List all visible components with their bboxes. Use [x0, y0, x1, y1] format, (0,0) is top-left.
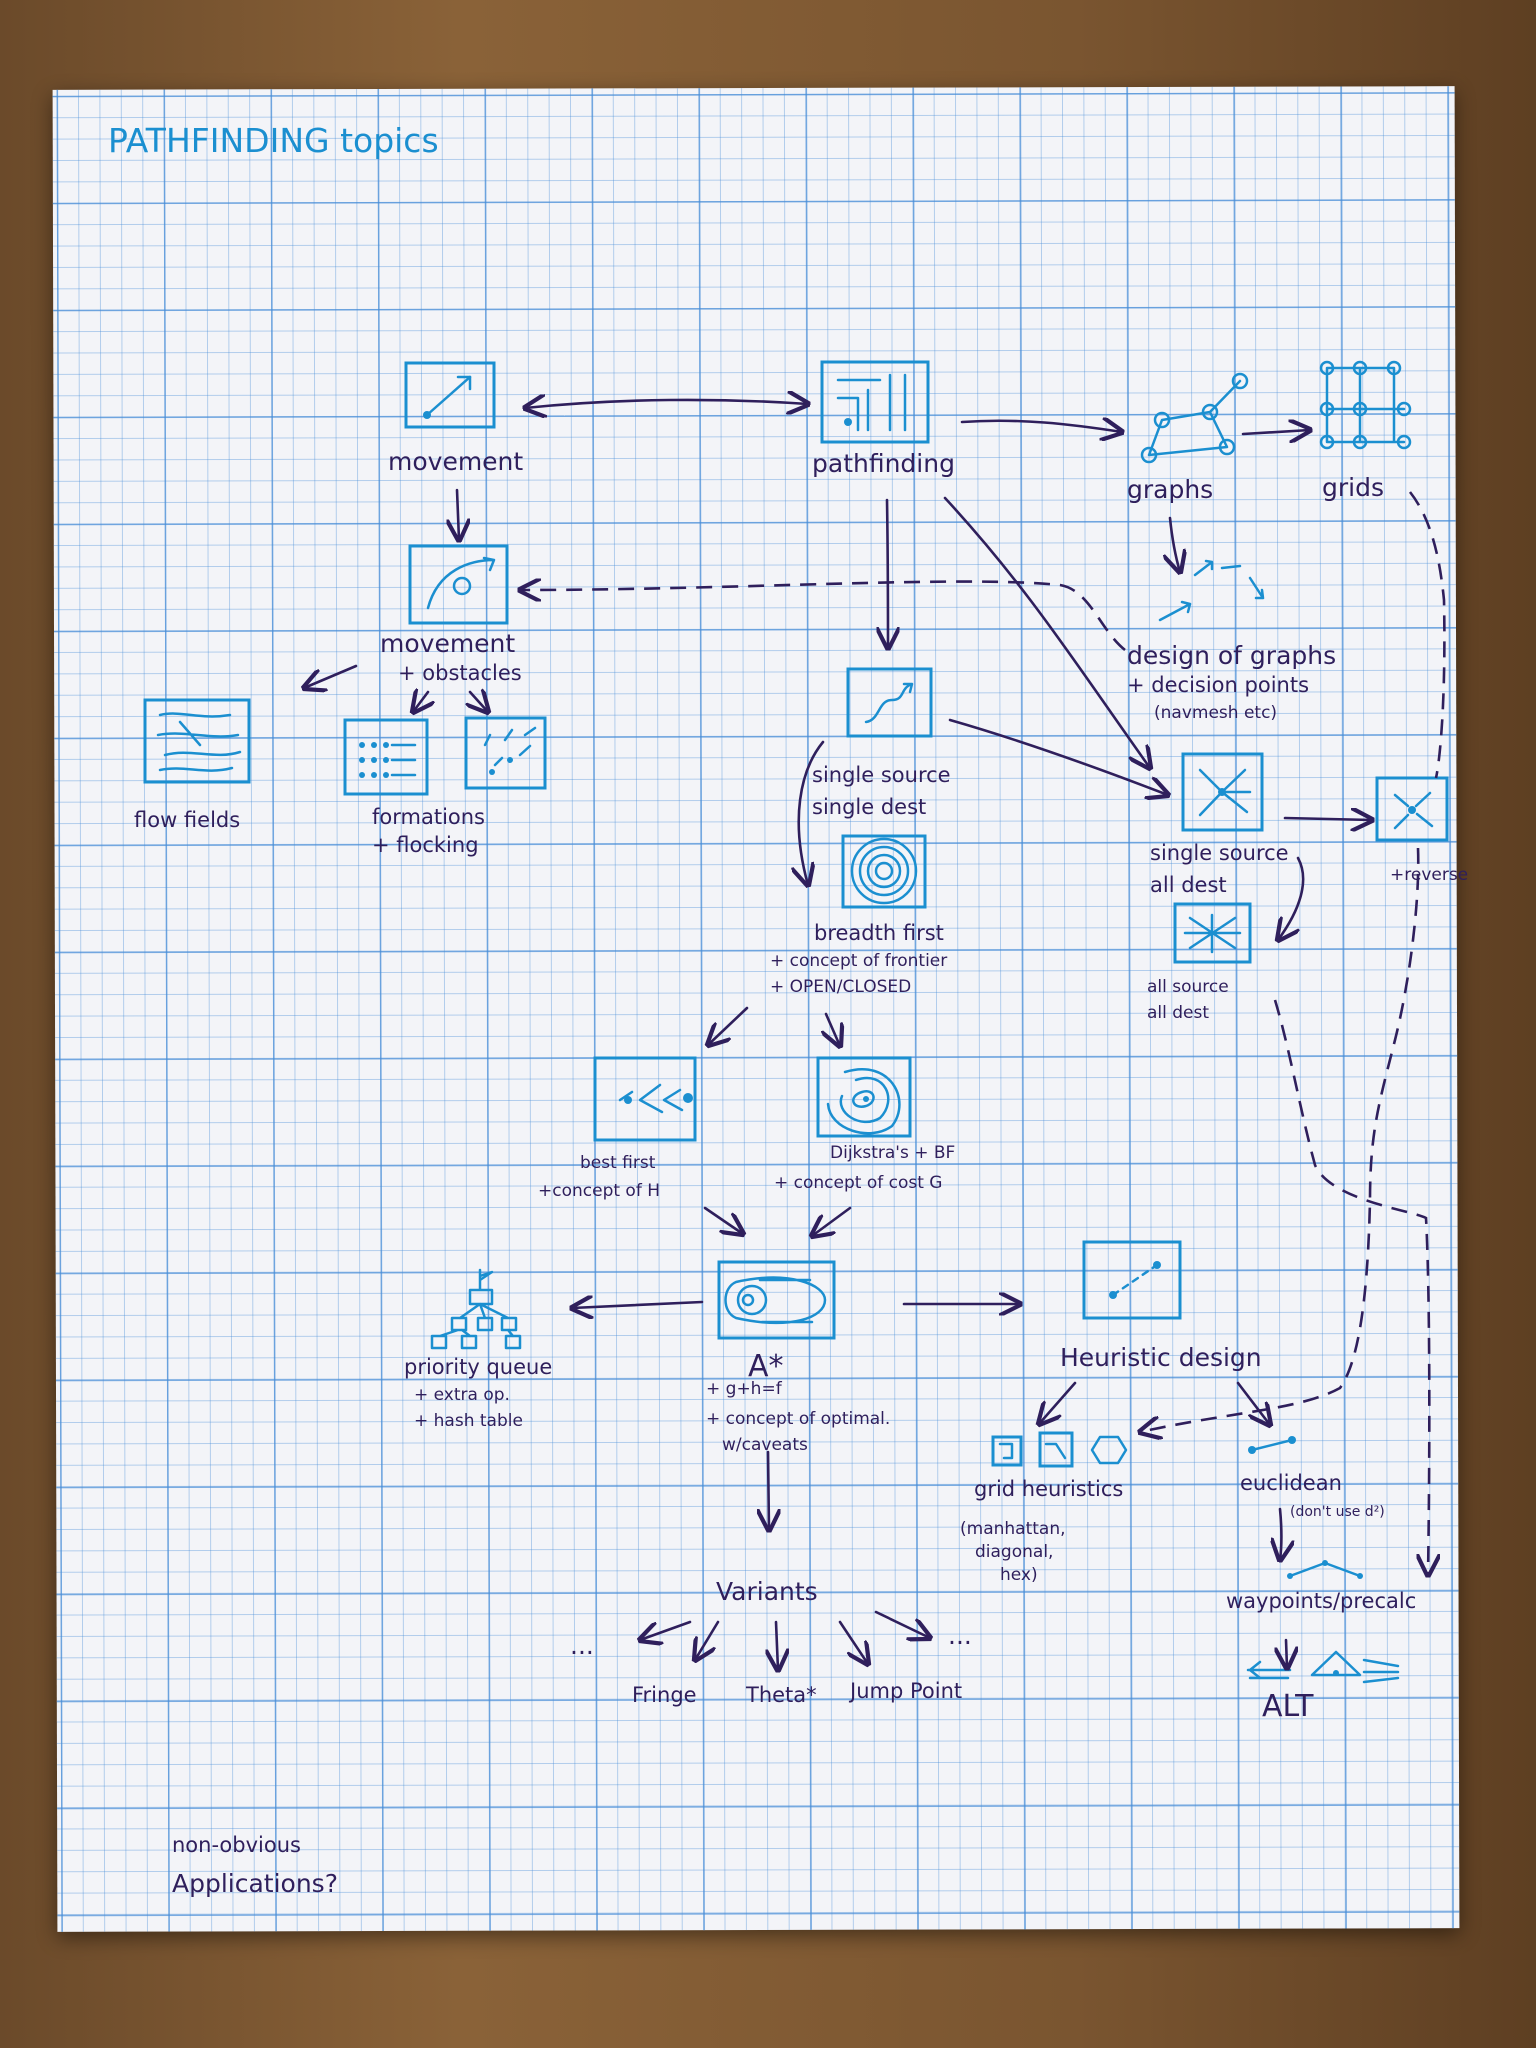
label-single-all-2: all dest — [1150, 873, 1227, 897]
alt-landmark-icon — [1246, 1650, 1400, 1684]
all-source-all-dest-icon — [1173, 902, 1252, 964]
label-formations-1: formations — [372, 805, 485, 829]
breadth-first-rings-icon — [841, 834, 927, 909]
label-grid-heur-4: hex) — [1000, 1565, 1038, 1585]
waypoints-icon — [1287, 1560, 1363, 1579]
label-best-first-2: +concept of H — [538, 1181, 660, 1201]
label-movement-obstacles-1: movement — [380, 629, 515, 658]
single-source-all-dest-icon — [1181, 752, 1264, 832]
label-ellipsis-left: ... — [570, 1631, 594, 1660]
label-design-graphs-3: (navmesh etc) — [1154, 703, 1277, 723]
label-all-all-1: all source — [1147, 977, 1229, 997]
manhattan-icon — [991, 1435, 1023, 1467]
label-theta: Theta* — [745, 1683, 817, 1707]
label-best-first-1: best first — [580, 1153, 656, 1173]
label-waypoints: waypoints/precalc — [1226, 1589, 1416, 1613]
label-ellipsis-right: ... — [948, 1621, 972, 1650]
label-astar-3: + concept of optimal. — [706, 1409, 890, 1429]
label-reverse: +reverse — [1390, 865, 1468, 885]
grid-nodes-icon — [1319, 360, 1412, 450]
euclidean-segment-icon — [1248, 1436, 1296, 1454]
label-priority-2: + extra op. — [414, 1385, 510, 1405]
label-graphs: graphs — [1127, 475, 1213, 504]
label-alt: ALT — [1262, 1689, 1314, 1724]
label-fringe: Fringe — [632, 1683, 697, 1707]
label-euclidean: euclidean — [1240, 1471, 1342, 1495]
label-pathfinding: pathfinding — [812, 449, 955, 478]
label-grid-heuristics: grid heuristics — [974, 1477, 1123, 1501]
movement-icon — [404, 361, 496, 429]
label-astar: A* — [748, 1349, 784, 1384]
single-path-icon — [846, 667, 933, 738]
label-grid-heur-3: diagonal, — [975, 1542, 1053, 1562]
label-astar-4: w/caveats — [722, 1435, 808, 1455]
label-astar-2: + g+h=f — [706, 1379, 783, 1399]
priority-queue-tree-icon — [430, 1268, 522, 1350]
label-breadth-1: breadth first — [814, 921, 944, 945]
flocking-icon — [464, 716, 547, 790]
label-heuristic: Heuristic design — [1060, 1343, 1262, 1372]
pathfinding-maze-icon — [820, 360, 930, 444]
label-single-all-1: single source — [1150, 841, 1289, 865]
dijkstra-contour-icon — [816, 1056, 912, 1138]
label-variants: Variants — [716, 1577, 818, 1606]
diagonal-icon — [1038, 1431, 1074, 1468]
astar-contour-icon — [717, 1260, 836, 1340]
formations-icon — [343, 718, 429, 796]
label-movement-obstacles-2: + obstacles — [398, 661, 522, 685]
label-nonobvious-1: non-obvious — [172, 1833, 301, 1857]
node-labels: movement pathfinding graphs grids moveme… — [134, 447, 1468, 1898]
flow-field-icon — [143, 698, 251, 784]
reverse-arrows-icon — [1375, 776, 1449, 842]
label-formations-2: + flocking — [372, 833, 479, 857]
label-grid-heur-2: (manhattan, — [960, 1519, 1066, 1539]
label-dijkstra-1: Dijkstra's + BF — [830, 1143, 955, 1163]
label-dijkstra-2: + concept of cost G — [774, 1173, 942, 1193]
label-flow-fields: flow fields — [134, 808, 240, 832]
best-first-icon — [593, 1056, 697, 1142]
label-grids: grids — [1322, 473, 1384, 502]
graph-nodes-icon — [1140, 372, 1249, 464]
label-breadth-3: + OPEN/CLOSED — [770, 977, 911, 997]
movement-obstacles-icon — [408, 544, 509, 625]
label-breadth-2: + concept of frontier — [770, 951, 947, 971]
label-single-single-2: single dest — [812, 795, 926, 819]
hexagon-icon — [1090, 1435, 1128, 1465]
label-all-all-2: all dest — [1147, 1003, 1209, 1023]
label-priority-3: + hash table — [414, 1411, 523, 1431]
label-priority-1: priority queue — [404, 1355, 552, 1379]
label-design-graphs-2: + decision points — [1127, 673, 1309, 697]
heuristic-line-icon — [1082, 1240, 1182, 1320]
label-single-single-1: single source — [812, 763, 951, 787]
label-euclidean-2: (don't use d²) — [1290, 1504, 1385, 1520]
graph-design-arrows-icon — [1158, 559, 1265, 622]
label-jump-point: Jump Point — [848, 1679, 962, 1703]
label-movement: movement — [388, 447, 523, 476]
label-design-graphs-1: design of graphs — [1127, 641, 1336, 670]
page-title: PATHFINDING topics — [108, 121, 439, 160]
connector-arrows — [304, 400, 1446, 1670]
label-nonobvious-2: Applications? — [172, 1869, 338, 1898]
